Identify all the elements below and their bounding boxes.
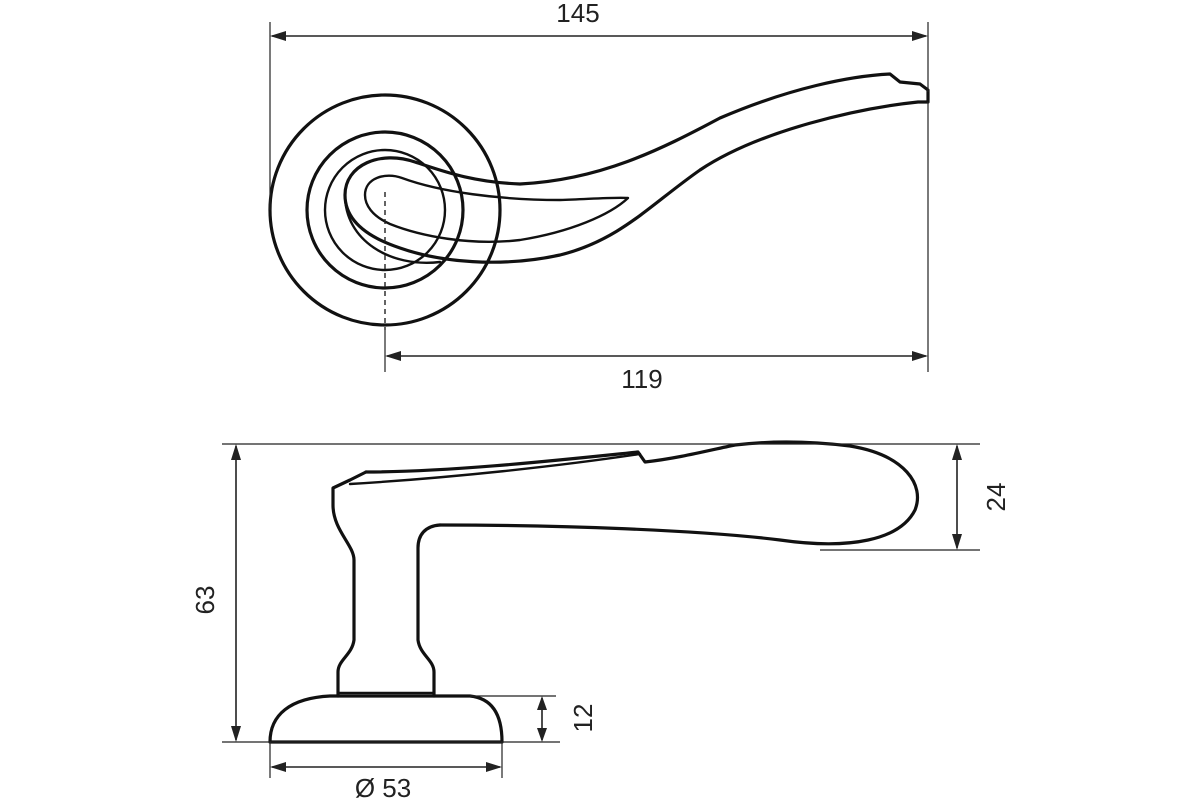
dim-63-arrow-top [231,444,241,460]
lever-top-outline [343,72,930,264]
lever-side-outline [364,440,920,546]
dim-119-arrow-left [385,351,401,361]
dim-145-label: 145 [556,0,599,28]
dim-12-arrow-bottom [537,728,547,742]
dim-12-arrow-top [537,696,547,710]
lever-top-hub-curve [343,193,442,264]
side-view: 63 24 12 Ø 53 [190,440,1011,800]
top-view: 145 119 [268,0,930,394]
lever-top-inner-contour [363,174,630,243]
rose-inner-circle [323,148,447,272]
rose-side-outline [268,694,504,744]
shank-side-outline [331,470,368,698]
shank-side-right-outline [416,523,442,698]
dim-63-arrow-bottom [231,726,241,742]
dim-145-arrow-right [912,31,928,41]
dim-12-label: 12 [568,704,598,733]
dim-24-arrow-bottom [952,534,962,550]
dim-145-arrow-left [270,31,286,41]
dim-53-arrow-left [270,762,286,772]
dim-53-arrow-right [486,762,502,772]
dim-24-label: 24 [981,483,1011,512]
dim-63-label: 63 [190,586,220,615]
rose-middle-circle [305,130,465,290]
dim-119-label: 119 [621,364,662,394]
lever-side-ridge [348,452,642,486]
dim-53-label: Ø 53 [355,773,411,800]
dim-24-arrow-top [952,444,962,460]
dim-119-arrow-right [912,351,928,361]
